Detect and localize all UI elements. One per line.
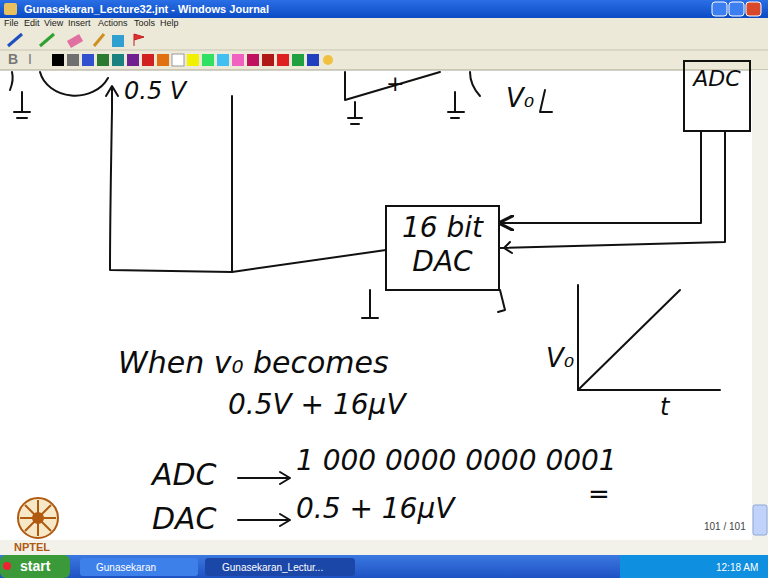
axis-label: t (660, 394, 669, 420)
menu-item: View (44, 19, 63, 29)
dac-box: 16 bit DAC (385, 205, 500, 291)
logo-text: NPTEL (14, 541, 50, 553)
handwritten-note: DAC (152, 502, 217, 535)
color-palette (52, 54, 333, 66)
output-signal: V₀ (506, 84, 534, 113)
menu-item: Help (160, 19, 179, 29)
start-button: start (20, 559, 50, 574)
taskbar-item: Gunasekaran (96, 562, 156, 573)
handwritten-note: 0.5 + 16μV (296, 494, 454, 525)
italic-button: I (28, 52, 32, 67)
handwritten-note: ADC (152, 458, 217, 491)
menu-item: Edit (24, 19, 40, 29)
box-label: 16 bit DAC (395, 211, 490, 278)
handwritten-circuit (10, 72, 725, 526)
handwritten-note: 0.5V + 16μV (228, 390, 406, 421)
window-title: Gunasekaran_Lecture32.jnt - Windows Jour… (24, 3, 269, 15)
menu-item: File (4, 19, 19, 29)
menu-item: Insert (68, 19, 91, 29)
handwritten-note: When v₀ becomes (118, 346, 389, 379)
opamp-plus: + (386, 72, 404, 96)
menu-item: Actions (98, 19, 128, 29)
box-label: ADC (693, 66, 740, 92)
axis-label: V₀ (546, 344, 574, 373)
equals-mark: = (588, 480, 610, 509)
taskbar-item: Gunasekaran_Lectur... (222, 562, 323, 573)
bus-connector (500, 132, 701, 223)
menu-item: Tools (134, 19, 155, 29)
clock: 12:18 AM (716, 562, 758, 573)
adc-box: ADC (683, 60, 751, 132)
binary-code: 1 000 0000 0000 0001 (296, 446, 617, 477)
bold-button: B (8, 52, 18, 67)
page-counter: 101 / 101 (704, 521, 746, 532)
voltage-label: 0.5 V (124, 78, 186, 104)
